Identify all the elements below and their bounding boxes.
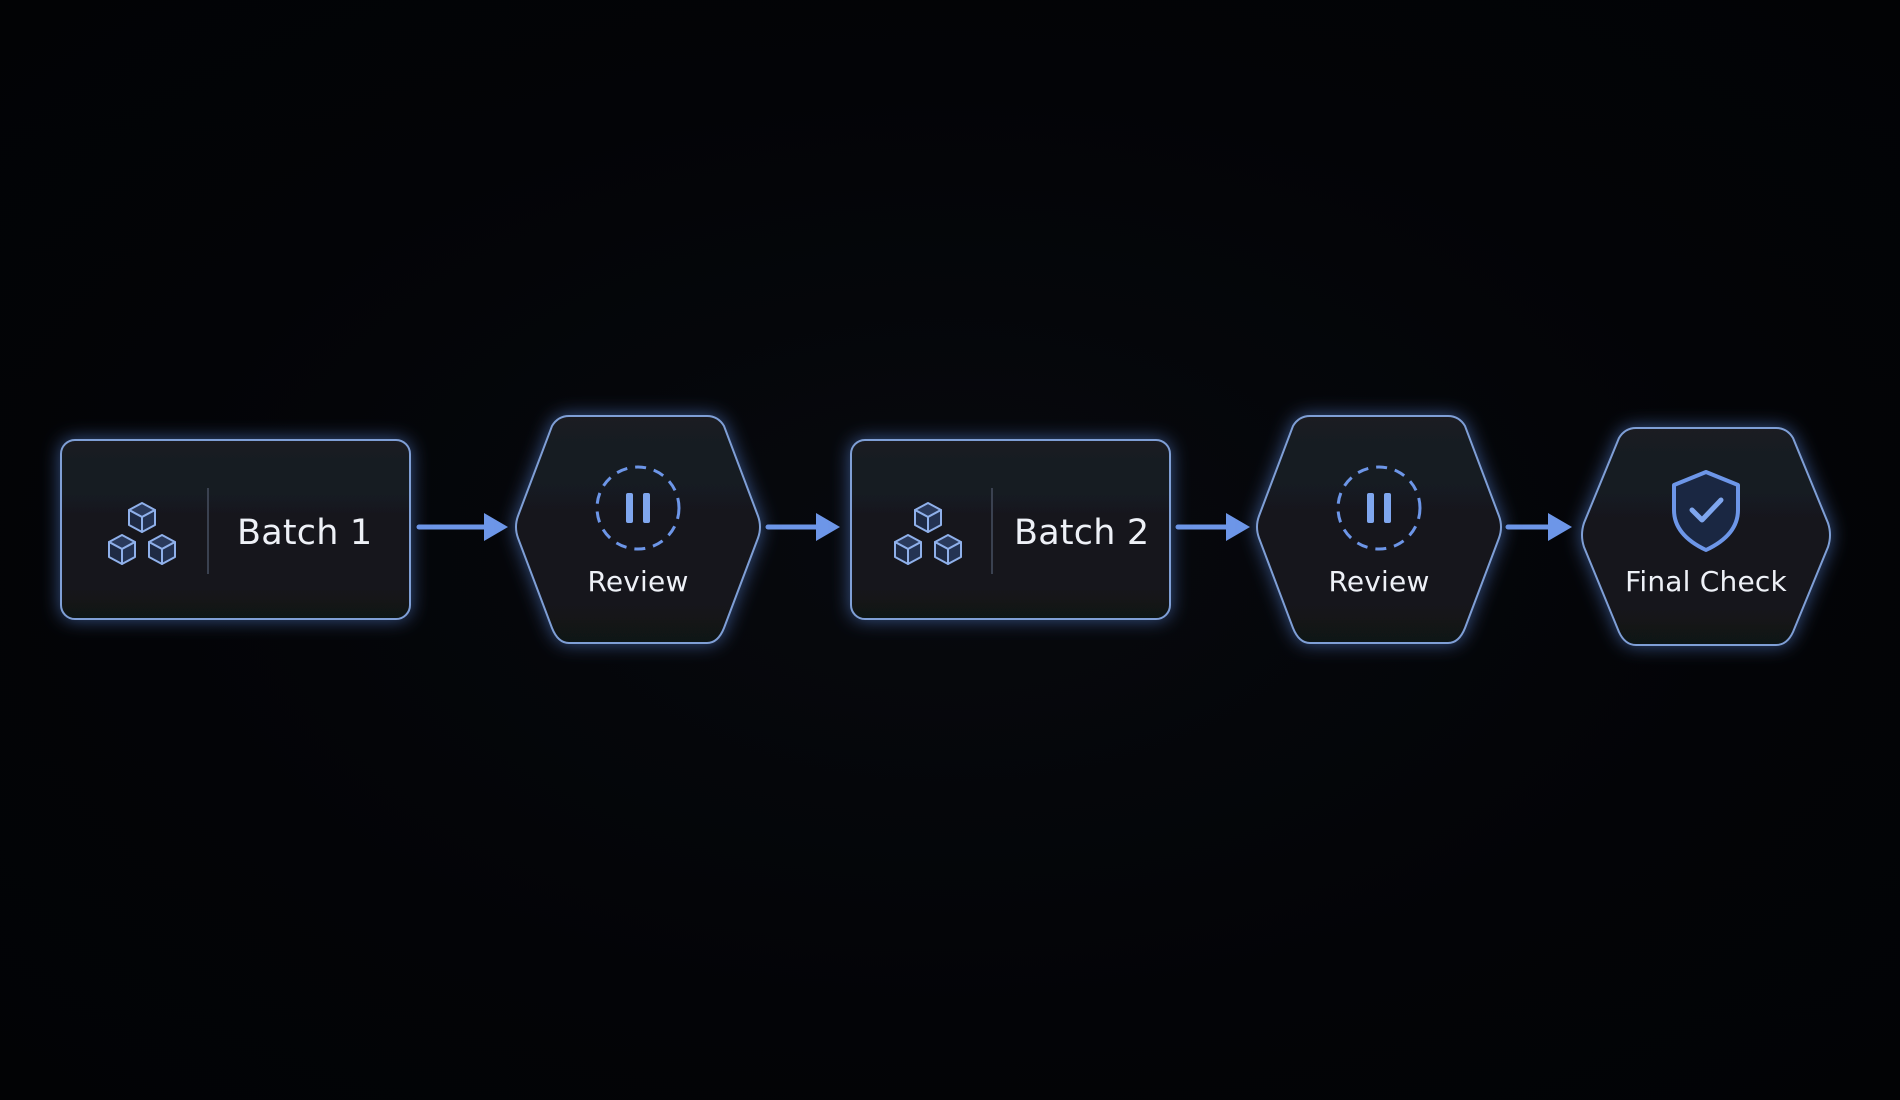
node-final-check[interactable] — [1581, 427, 1831, 646]
edge-arrow-3 — [1175, 513, 1250, 541]
node-label-final-check: Final Check — [1625, 565, 1787, 598]
pause-icon — [595, 465, 681, 551]
shield-check-icon — [1672, 470, 1740, 552]
node-batch-2[interactable] — [850, 439, 1171, 620]
node-label-batch-2: Batch 2 — [1014, 513, 1150, 553]
node-batch-1[interactable] — [60, 439, 411, 620]
edge-arrow-4 — [1505, 513, 1572, 541]
node-label-review-1: Review — [587, 565, 689, 598]
node-review-2[interactable] — [1256, 415, 1502, 644]
pause-icon — [1336, 465, 1422, 551]
node-label-batch-1: Batch 1 — [237, 513, 373, 553]
edge-arrow-2 — [765, 513, 840, 541]
edge-arrow-1 — [416, 513, 508, 541]
node-label-review-2: Review — [1328, 565, 1430, 598]
node-review-1[interactable] — [515, 415, 761, 644]
